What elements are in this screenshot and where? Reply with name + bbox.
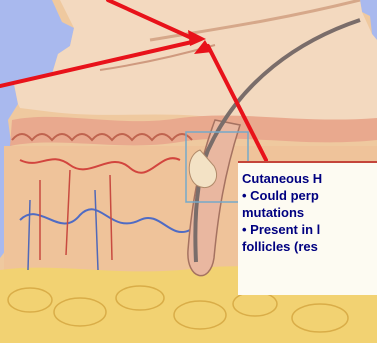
callout-bullet-2-line-2: follicles (res — [242, 238, 377, 255]
callout-bullet-1-line-1: • Could perp — [242, 187, 377, 204]
callout-title: Cutaneous H — [242, 170, 377, 187]
cutaneous-callout-box: Cutaneous H • Could perp mutations • Pre… — [238, 161, 377, 295]
callout-bullet-2-line-1: • Present in l — [242, 221, 377, 238]
callout-bullet-1-line-2: mutations — [242, 204, 377, 221]
